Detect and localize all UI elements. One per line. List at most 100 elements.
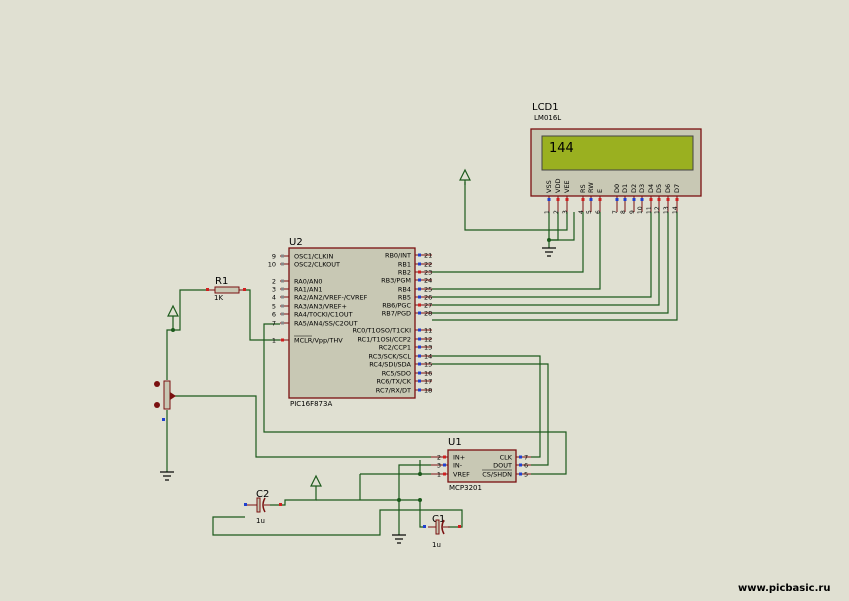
u2-left-pin-number: 3 [272, 286, 276, 294]
lcd-pin-number: 10 [637, 206, 644, 214]
u2-right-pin-number: 11 [424, 327, 432, 335]
u2-right-pin-label: RB0/INT [385, 252, 411, 260]
wire-pot-inplus [175, 395, 431, 458]
u2-right-pin-label: RC3/SCK/SCL [369, 353, 412, 361]
wire-lcd-rs [432, 212, 584, 273]
u2-left-pin-label: OSC1/CLKIN [294, 253, 333, 261]
lcd-pin-number: 6 [595, 210, 602, 214]
u1-right-pin-number: 7 [524, 454, 528, 462]
u2-right-pin-number: 23 [424, 269, 432, 277]
u2-right-pin-label: RB7/PGD [382, 310, 411, 318]
u2-microcontroller[interactable]: U2 PIC16F873A OSC1/CLKIN9OSC2/CLKOUT10RA… [268, 237, 433, 408]
pin-marker [418, 253, 421, 257]
pin-marker [675, 198, 679, 201]
pin-marker [418, 278, 421, 282]
u2-left-pin-label: MCLR/Vpp/THV [294, 337, 343, 345]
pin-marker [244, 503, 247, 506]
lcd-pin-number: 2 [553, 210, 560, 214]
u2-right-pin-label: RC2/CCP1 [379, 344, 411, 352]
u2-left-pin-number: 4 [272, 294, 276, 302]
u2-right-pin-number: 22 [424, 261, 432, 269]
u2-left-pin-label: RA4/T0CKI/C1OUT [294, 311, 353, 319]
lcd-pin-number: 11 [646, 206, 653, 214]
lcd-ref: LCD1 [532, 102, 559, 113]
u1-right-pin-number: 6 [524, 462, 528, 470]
wire-lcd-d6 [432, 212, 669, 314]
wire-cs [263, 323, 567, 475]
r1-value: 1K [214, 294, 223, 302]
pin-marker [615, 198, 619, 201]
lcd-display-text: 144 [549, 141, 574, 156]
ground-icon [392, 534, 406, 544]
pin-marker [547, 198, 551, 201]
lcd-pin-label: D1 [621, 184, 629, 193]
u2-right-pin-label: RB5 [398, 294, 411, 302]
lcd-pin-label: E [596, 189, 604, 193]
u2-right-pin-number: 18 [424, 387, 432, 395]
u2-left-pin-label: RA2/AN2/VREF-/CVREF [294, 294, 368, 302]
pin-marker [279, 503, 282, 506]
u2-left-pin-label: RA3/AN3/VREF+ [294, 303, 347, 311]
c2-capacitor[interactable]: C2 1u [244, 489, 282, 525]
wire-pot-top [166, 316, 174, 380]
lcd-screen [541, 135, 694, 171]
pin-marker [519, 463, 522, 467]
u2-left-pin-number: 2 [272, 278, 276, 286]
pin-marker [589, 198, 593, 201]
pot-button-down [154, 402, 160, 408]
pin-marker [418, 345, 421, 349]
lcd-pin-label: D6 [664, 184, 672, 193]
u2-right-pin-number: 17 [424, 378, 432, 386]
u2-right-pin-number: 24 [424, 277, 432, 285]
u2-right-pin-number: 14 [424, 353, 432, 361]
c1-capacitor[interactable]: C1 1u [423, 514, 461, 549]
wire-r1-vcc [173, 289, 209, 331]
potentiometer[interactable] [154, 380, 176, 421]
lcd-part: LM016L [534, 114, 561, 122]
u1-right-pin-number: 5 [524, 471, 528, 479]
wire-lcd-d5 [432, 212, 660, 306]
u2-right-pin-label: RB2 [398, 269, 411, 277]
u2-part: PIC16F873A [290, 400, 332, 408]
u2-right-pin-label: RB1 [398, 261, 411, 269]
u1-ref: U1 [448, 437, 462, 448]
wire-vref-c1 [419, 500, 426, 528]
pin-marker [632, 198, 636, 201]
pot-button-up [154, 381, 160, 387]
u1-right-pin-label: CS/SHDN [482, 471, 512, 479]
power-symbols [160, 168, 556, 544]
u2-right-pin-number: 26 [424, 294, 432, 302]
lcd-pin-label: RS [579, 184, 587, 193]
lcd-module[interactable]: LCD1 LM016L 144 VSS1VDD2VEE3RS4RW5E6D07D… [530, 102, 702, 214]
lcd-pin-label: D4 [647, 184, 655, 193]
pot-body [163, 380, 171, 410]
lcd-pin-label: VEE [563, 180, 571, 193]
pin-marker [418, 270, 421, 274]
u2-right-pin-label: RC0/T1OSO/T1CKI [352, 327, 411, 335]
lcd-pin-number: 1 [544, 210, 551, 214]
wire-lcd-d4 [432, 212, 652, 298]
lcd-pin-number: 5 [586, 210, 593, 214]
u2-right-pin-label: RC6/TX/CK [377, 378, 412, 386]
c1-value: 1u [432, 541, 441, 549]
lcd-pin-number: 14 [672, 206, 679, 214]
pin-marker [281, 338, 284, 342]
pin-marker [281, 262, 284, 266]
r1-resistor[interactable]: R1 1K [206, 276, 246, 302]
watermark: www.picbasic.ru [738, 583, 830, 594]
power-arrow-icon [310, 474, 322, 487]
pin-marker [519, 455, 522, 459]
pin-marker [666, 198, 670, 201]
wire-lcd-vdd [549, 212, 559, 241]
pin-marker [418, 337, 421, 341]
wire-dout [432, 363, 549, 466]
u1-left-pin-label: IN- [453, 462, 463, 470]
pin-marker [418, 388, 421, 392]
u2-right-pin-label: RC1/T1OSI/CCP2 [357, 336, 411, 344]
pin-marker [458, 525, 461, 528]
pin-marker [556, 198, 560, 201]
lcd-pin-label: D7 [673, 184, 681, 193]
